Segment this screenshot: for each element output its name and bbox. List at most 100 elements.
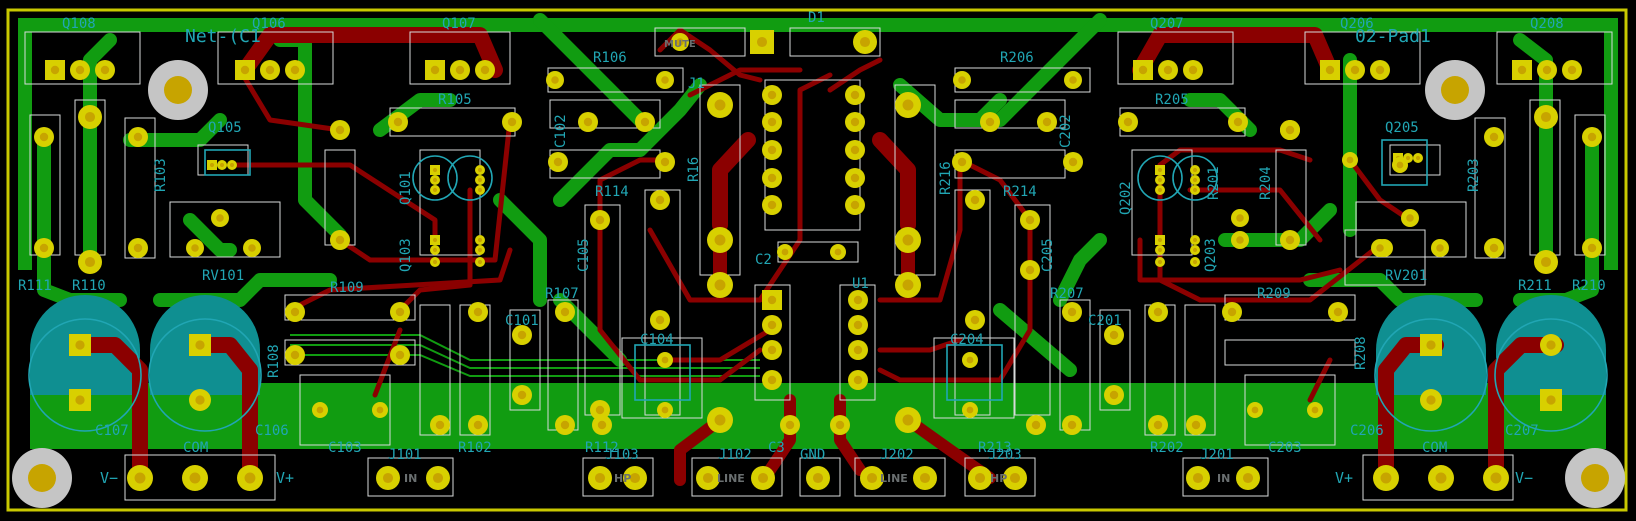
pad-icon <box>848 290 868 310</box>
designator-r210: R210 <box>1572 278 1606 294</box>
designator-c204: C204 <box>950 332 984 348</box>
designator-r202: R202 <box>1150 440 1184 456</box>
designator-j202: J202 <box>880 447 914 463</box>
pad-icon <box>1345 60 1365 80</box>
pad-icon <box>1190 257 1200 267</box>
pad-icon <box>623 466 647 490</box>
designator-r204: R204 <box>1258 166 1274 200</box>
designator-r203: R203 <box>1466 158 1482 192</box>
pad-icon <box>1231 231 1249 249</box>
pad-icon <box>1483 465 1509 491</box>
pad-icon <box>475 165 485 175</box>
designator-r206: R206 <box>1000 50 1034 66</box>
pad-icon <box>475 245 485 255</box>
pad-icon <box>1222 302 1242 322</box>
pad-icon <box>1186 415 1206 435</box>
pad-icon <box>592 415 612 435</box>
pad-icon <box>189 334 211 356</box>
pad-icon <box>1148 302 1168 322</box>
label-vplus-right: V+ <box>1335 469 1353 487</box>
label-hp-right: HP <box>990 472 1007 485</box>
pad-icon <box>848 340 868 360</box>
designator-q108: Q108 <box>62 16 96 32</box>
designator-q207: Q207 <box>1150 16 1184 32</box>
label-gnd: GND <box>800 447 825 463</box>
pad-icon <box>227 160 237 170</box>
pad-icon <box>69 389 91 411</box>
designator-r214: R214 <box>1003 184 1037 200</box>
pad-icon <box>696 466 720 490</box>
mounting-hole-icon <box>1425 60 1485 120</box>
pad-icon <box>1190 165 1200 175</box>
pad-icon <box>590 210 610 230</box>
pad-icon <box>980 112 1000 132</box>
pad-icon <box>1280 230 1300 250</box>
pad-icon <box>1155 175 1165 185</box>
pad-icon <box>512 325 532 345</box>
designator-r205: R205 <box>1155 92 1189 108</box>
designator-c102: C102 <box>553 114 569 148</box>
designator-r211: R211 <box>1518 278 1552 294</box>
designator-c202: C202 <box>1058 114 1074 148</box>
designator-q105: Q105 <box>208 120 242 136</box>
pad-icon <box>217 160 227 170</box>
pad-icon <box>1413 153 1423 163</box>
label-vminus-left: V− <box>100 469 118 487</box>
pad-icon <box>1158 60 1178 80</box>
pad-icon <box>707 92 733 118</box>
designator-r16: R16 <box>686 157 702 182</box>
pad-icon <box>845 112 865 132</box>
pad-icon <box>588 466 612 490</box>
pad-icon <box>762 140 782 160</box>
pad-icon <box>243 239 261 257</box>
designator-r109: R109 <box>330 280 364 296</box>
pad-icon <box>650 310 670 330</box>
pad-icon <box>34 127 54 147</box>
pad-icon <box>1401 209 1419 227</box>
pad-icon <box>1540 389 1562 411</box>
pad-icon <box>127 465 153 491</box>
designator-j101: J101 <box>388 447 422 463</box>
pad-icon <box>1540 334 1562 356</box>
designator-c201: C201 <box>1088 313 1122 329</box>
designator-d1: D1 <box>808 10 825 26</box>
pad-icon <box>848 315 868 335</box>
pad-icon <box>95 60 115 80</box>
pad-icon <box>1231 209 1249 227</box>
pad-icon <box>1392 157 1408 173</box>
designator-r201: R201 <box>1206 166 1222 200</box>
pad-icon <box>830 244 846 260</box>
pad-icon <box>1534 250 1558 274</box>
pad-icon <box>657 402 673 418</box>
pad-icon <box>189 389 211 411</box>
pad-icon <box>806 466 830 490</box>
pad-icon <box>430 257 440 267</box>
designator-r112: R112 <box>585 440 619 456</box>
pad-icon <box>1155 235 1165 245</box>
mounting-hole-icon <box>1565 448 1625 508</box>
pad-icon <box>895 92 921 118</box>
label-line-right: LINE <box>880 472 908 485</box>
pad-icon <box>1247 402 1263 418</box>
pad-icon <box>390 302 410 322</box>
pad-icon <box>707 227 733 253</box>
pad-icon <box>312 402 328 418</box>
designator-r105: R105 <box>438 92 472 108</box>
designator-c106: C106 <box>255 423 289 439</box>
pad-icon <box>260 60 280 80</box>
pad-icon <box>555 415 575 435</box>
pad-icon <box>430 235 440 245</box>
bottom-copper-pour <box>18 18 1618 449</box>
designator-c2: C2 <box>755 252 772 268</box>
pad-icon <box>468 415 488 435</box>
designator-c103: C103 <box>328 440 362 456</box>
pad-icon <box>1512 60 1532 80</box>
pad-icon <box>235 60 255 80</box>
designator-j103: J103 <box>605 447 639 463</box>
pad-icon <box>1186 466 1210 490</box>
pad-icon <box>762 168 782 188</box>
pad-icon <box>968 466 992 490</box>
designator-c105: C105 <box>576 238 592 272</box>
pad-icon <box>475 175 485 185</box>
pad-icon <box>555 302 575 322</box>
